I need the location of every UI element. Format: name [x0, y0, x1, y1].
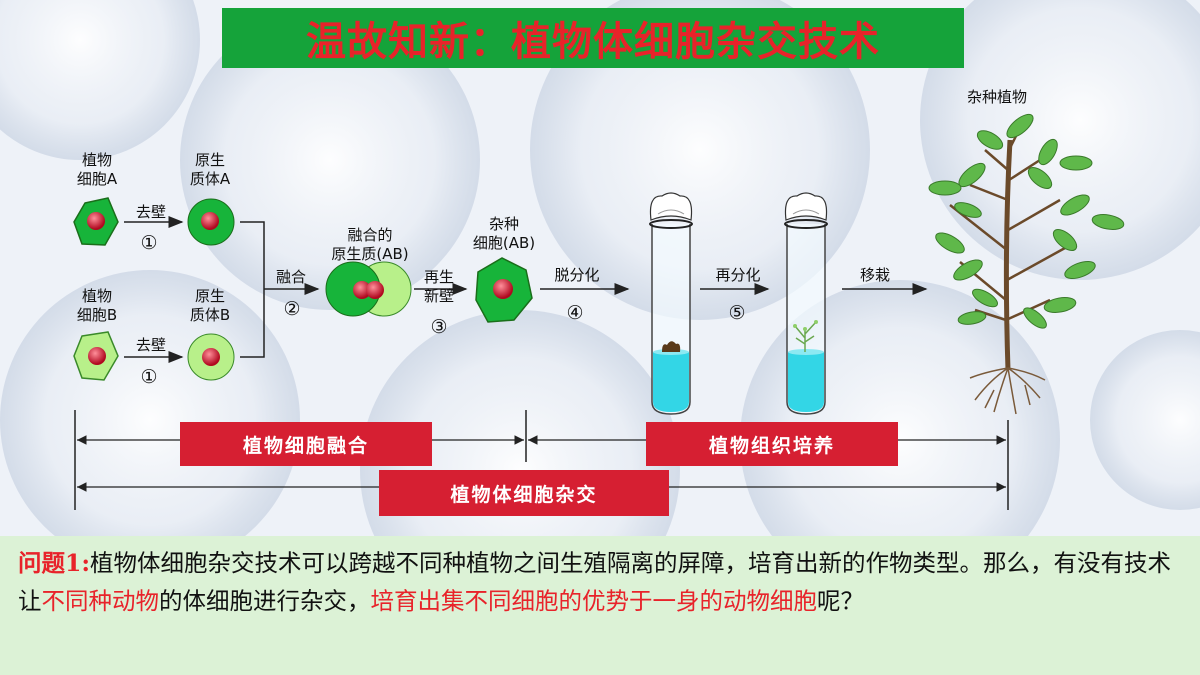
- question-text-1: 植物体细胞杂交技术可以跨越不同种植物之间生殖隔离的屏障，培育出新的作物类型。那么…: [18, 549, 1172, 615]
- label-fused-line1: 融合的: [347, 226, 393, 244]
- label-cell-a-line1: 植物: [81, 151, 112, 169]
- band-tissue-culture: 植物组织培养: [646, 422, 898, 466]
- plant-cell-b: [73, 331, 119, 381]
- question-label: 问题1:: [18, 549, 91, 577]
- label-protoplast-a-line2: 质体A: [189, 170, 231, 188]
- label-rediff: 再分化: [715, 266, 761, 284]
- label-remove-wall-bottom: 去壁: [135, 336, 166, 354]
- label-regen-line2: 新壁: [423, 287, 454, 305]
- label-protoplast-a-line1: 原生: [194, 151, 225, 169]
- label-fused-line2: 原生质(AB): [331, 245, 409, 263]
- label-cell-a-line2: 细胞A: [76, 170, 118, 188]
- label-cell-b-line1: 植物: [81, 287, 112, 305]
- band-cell-fusion: 植物细胞融合: [180, 422, 432, 466]
- label-transplant: 移栽: [859, 266, 890, 284]
- label-cell-a: 植物 细胞A: [66, 151, 128, 189]
- label-cell-b: 植物 细胞B: [66, 287, 128, 325]
- label-protoplast-b-line1: 原生: [194, 287, 225, 305]
- question-highlight-1: 不同种动物: [41, 587, 160, 615]
- label-protoplast-b: 原生 质体B: [178, 287, 242, 325]
- band-somatic-hybrid: 植物体细胞杂交: [379, 470, 669, 516]
- label-protoplast-b-line2: 质体B: [189, 306, 231, 324]
- label-hybrid-plant: 杂种植物: [966, 88, 1027, 106]
- label-dediff: 脱分化: [554, 266, 600, 284]
- page-title: 温故知新：植物体细胞杂交技术: [306, 19, 880, 65]
- label-hybrid-line2: 细胞(AB): [472, 234, 536, 252]
- step-2: ②: [283, 298, 301, 320]
- fused-protoplast: [325, 261, 412, 317]
- label-fused-protoplast: 融合的 原生质(AB): [320, 226, 420, 264]
- label-regen-wall: 再生 新壁: [415, 268, 463, 306]
- label-cell-b-line2: 细胞B: [76, 306, 118, 324]
- test-tube-callus: [649, 192, 693, 415]
- hybrid-plant: [928, 113, 1125, 415]
- step-5: ⑤: [728, 302, 746, 324]
- label-remove-wall-top: 去壁: [135, 203, 166, 221]
- question-highlight-2: 培育出集不同细胞的优势于一身的动物细胞: [370, 587, 818, 615]
- label-fusion: 融合: [275, 268, 306, 286]
- plant-cell-a: [73, 197, 119, 246]
- question-text-3: 呢？: [817, 587, 864, 615]
- label-protoplast-a: 原生 质体A: [178, 151, 242, 189]
- step-1-top: ①: [140, 232, 158, 254]
- protoplast-a: [187, 198, 235, 246]
- step-1-bottom: ①: [140, 366, 158, 388]
- hybrid-cell: [475, 257, 533, 323]
- question-text-2: 的体细胞进行杂交，: [159, 587, 371, 615]
- label-hybrid-line1: 杂种: [488, 215, 519, 233]
- protoplast-b: [187, 333, 235, 381]
- label-hybrid-cell: 杂种 细胞(AB): [458, 215, 550, 253]
- step-3: ③: [430, 316, 448, 338]
- step-4: ④: [566, 302, 584, 324]
- test-tube-plantlet: [784, 192, 828, 415]
- title-banner: 温故知新：植物体细胞杂交技术: [222, 8, 964, 68]
- fusion-bracket: [240, 221, 265, 358]
- question-block: 问题1:植物体细胞杂交技术可以跨越不同种植物之间生殖隔离的屏障，培育出新的作物类…: [0, 536, 1200, 675]
- label-regen-line1: 再生: [423, 268, 454, 286]
